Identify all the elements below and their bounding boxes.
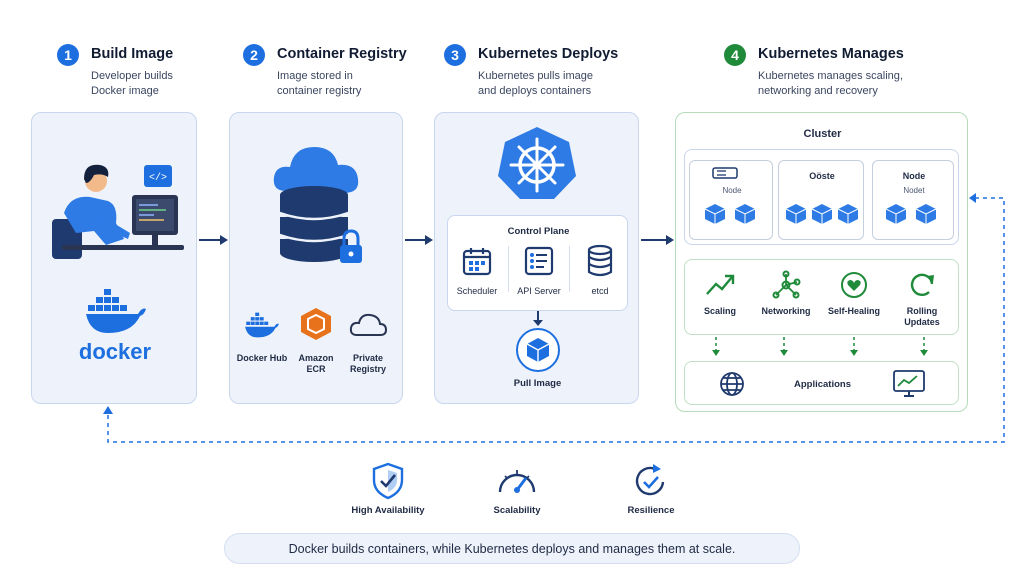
applications-bar: Applications — [684, 361, 959, 405]
step-number: 3 — [444, 44, 466, 66]
component-scheduler: Scheduler — [456, 286, 498, 296]
step-title: Kubernetes Manages — [758, 46, 904, 62]
etcd-database-icon — [587, 244, 613, 277]
pull-image-label: Pull Image — [513, 378, 562, 389]
capability-rolling-updates: Rolling Updates — [904, 306, 940, 327]
capability-self-healing: Self-Healing — [827, 306, 880, 316]
step-number: 4 — [724, 44, 746, 66]
footer-summary: Docker builds containers, while Kubernet… — [224, 533, 800, 564]
arrow-down-icon — [533, 311, 543, 326]
container-cube-icon — [885, 204, 907, 224]
nodes-container: Node Oöste Node Nodet — [684, 149, 959, 245]
applications-label: Applications — [793, 379, 851, 390]
divider — [508, 246, 509, 292]
rolling-updates-icon — [910, 273, 934, 297]
globe-icon — [720, 372, 744, 396]
node-server-icon — [712, 167, 738, 179]
calendar-icon — [462, 248, 492, 276]
step-title: Kubernetes Deploys — [478, 46, 619, 62]
manage-panel: Cluster Node Oöste Node Nodet — [675, 112, 968, 412]
private-registry-cloud-icon — [349, 313, 388, 336]
registry-panel: Docker Hub Amazon ECR Private Registry — [229, 112, 403, 404]
container-cube-icon — [811, 204, 833, 224]
node-title: Node — [722, 186, 742, 195]
control-plane-box: Control Plane Scheduler API Server etcd — [447, 215, 628, 311]
database-cloud-icon — [273, 147, 362, 263]
svg-text:</>: </> — [149, 172, 167, 184]
registry-item-docker-hub: Docker Hub — [236, 353, 288, 363]
docker-logo-text: docker — [78, 339, 152, 364]
capabilities-container: Scaling Networking Self-Healing Rolling … — [684, 259, 959, 335]
node-card: Oöste — [778, 160, 864, 240]
step-number: 1 — [57, 44, 79, 66]
resilience-check-icon — [635, 464, 665, 496]
build-panel: </> docker — [31, 112, 197, 404]
divider — [569, 246, 570, 292]
capability-networking: Networking — [761, 306, 811, 316]
component-etcd: etcd — [591, 286, 609, 296]
speedometer-icon — [498, 470, 536, 493]
container-cube-icon — [734, 204, 756, 224]
container-cube-icon — [785, 204, 807, 224]
amazon-ecr-icon — [301, 308, 331, 340]
step-title: Build Image — [91, 46, 174, 62]
pull-image-cube-icon — [516, 328, 560, 372]
shield-check-icon — [372, 462, 404, 500]
capability-scaling: Scaling — [703, 306, 736, 316]
step-description: Image stored in container registry — [277, 70, 362, 97]
deploy-panel: Control Plane Scheduler API Server etcd — [434, 112, 639, 404]
node-subtitle: Nodet — [903, 186, 925, 195]
capability-flow-arrows — [712, 337, 928, 356]
scaling-chart-icon — [706, 274, 735, 295]
node-title: Oöste — [809, 171, 835, 181]
step-title: Container Registry — [277, 46, 407, 62]
docker-whale-icon — [86, 289, 146, 333]
monitor-dashboard-icon — [893, 370, 925, 397]
component-api-server: API Server — [517, 286, 561, 296]
self-healing-heart-icon — [841, 272, 867, 298]
kubernetes-helm-icon — [498, 127, 576, 199]
step-description: Kubernetes pulls image and deploys conta… — [478, 70, 593, 97]
control-plane-title: Control Plane — [507, 226, 570, 237]
step-number: 2 — [243, 44, 265, 66]
step-description: Developer builds Docker image — [91, 70, 173, 97]
feature-high-availability: High Availability — [351, 505, 425, 516]
registry-item-amazon-ecr: Amazon ECR — [298, 353, 334, 374]
networking-icon — [772, 270, 801, 299]
node-card: Node — [689, 160, 773, 240]
feature-scalability: Scalability — [493, 505, 541, 516]
node-title: Node — [902, 171, 926, 181]
step-description: Kubernetes manages scaling, networking a… — [758, 70, 903, 97]
registry-item-private: Private Registry — [349, 353, 386, 374]
docker-hub-icon — [245, 312, 279, 338]
container-cube-icon — [704, 204, 726, 224]
developer-illustration: </> — [52, 164, 184, 259]
flow-connectors — [103, 193, 1005, 443]
api-server-icon — [524, 246, 554, 276]
feature-resilience: Resilience — [627, 505, 675, 516]
container-cube-icon — [837, 204, 859, 224]
cluster-title: Cluster — [803, 128, 842, 140]
container-cube-icon — [915, 204, 937, 224]
node-card: Node Nodet — [872, 160, 954, 240]
